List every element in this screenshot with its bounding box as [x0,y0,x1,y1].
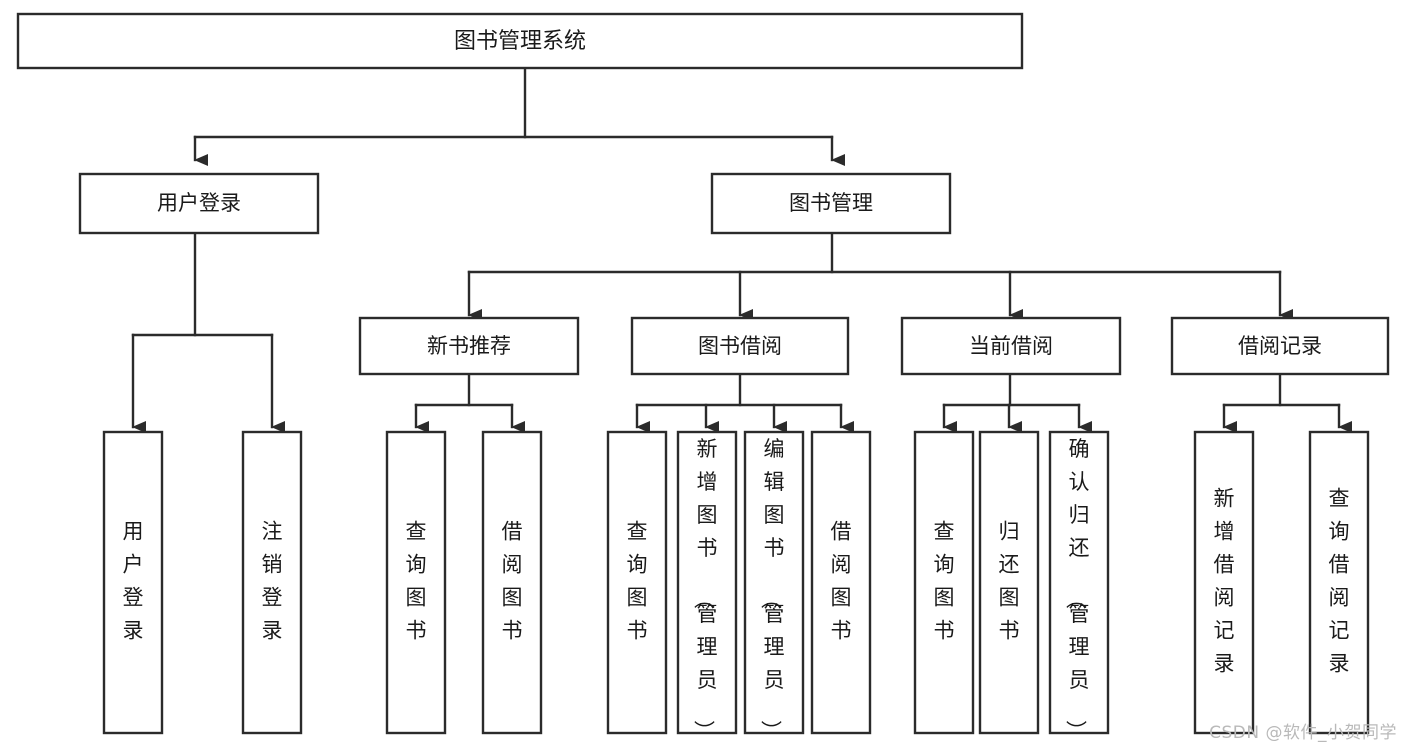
node-leaf-6[interactable]: 新增图书（管理员） [676,430,738,741]
node-leaf-10-box[interactable] [978,430,1040,735]
node-leaf-6-label: 新增图书（管理员） [692,437,718,741]
node-leaf-4-box[interactable] [481,430,543,735]
node-leaf-9[interactable]: 查询图书 [913,430,975,735]
node-leaf-12[interactable]: 新增借阅记录 [1193,430,1255,735]
node-current-label: 当前借阅 [969,334,1053,358]
node-leaf-8[interactable]: 借阅图书 [810,430,872,735]
node-borrow-label: 图书借阅 [698,334,782,358]
node-record-label: 借阅记录 [1238,334,1322,358]
node-leaf-7[interactable]: 编辑图书（管理员） [743,430,805,741]
node-leaf-11-box[interactable] [1048,430,1110,735]
node-leaf-2[interactable]: 注销登录 [241,430,303,735]
node-leaf-5-label: 查询图书 [627,520,648,643]
node-bookmgmt[interactable]: 图书管理 [710,172,952,235]
node-leaf-8-label: 借阅图书 [831,520,852,643]
node-login-box[interactable] [78,172,320,235]
node-leaf-5[interactable]: 查询图书 [606,430,668,735]
node-leaf-12-label: 新增借阅记录 [1214,487,1235,676]
node-leaf-9-box[interactable] [913,430,975,735]
node-bookmgmt-label: 图书管理 [789,191,873,215]
node-leaf-1-label: 用户登录 [123,520,144,643]
node-leaf-3-box[interactable] [385,430,447,735]
node-leaf-10-label: 归还图书 [999,520,1020,643]
node-newbook-label: 新书推荐 [427,334,511,358]
node-leaf-4-label: 借阅图书 [502,520,523,643]
node-leaf-3[interactable]: 查询图书 [385,430,447,735]
node-root-box[interactable] [16,12,1024,70]
node-leaf-7-box[interactable] [743,430,805,735]
node-leaf-2-label: 注销登录 [262,520,283,643]
node-leaf-10[interactable]: 归还图书 [978,430,1040,735]
csdn-watermark: CSDN @软件_小贺同学 [1209,723,1397,743]
node-leaf-5-box[interactable] [606,430,668,735]
node-newbook-box[interactable] [358,316,580,376]
node-leaf-8-box[interactable] [810,430,872,735]
node-root[interactable]: 图书管理系统 [16,12,1024,70]
node-leaf-3-label: 查询图书 [406,520,427,643]
node-record-box[interactable] [1170,316,1390,376]
node-leaf-12-box[interactable] [1193,430,1255,735]
node-current-box[interactable] [900,316,1122,376]
node-leaf-11[interactable]: 确认归还（管理员） [1048,430,1110,741]
connector-group [131,66,1352,433]
node-leaf-4[interactable]: 借阅图书 [481,430,543,735]
node-leaf-13-box[interactable] [1308,430,1370,735]
node-leaf-11-label: 确认归还（管理员） [1064,437,1090,741]
node-bookmgmt-box[interactable] [710,172,952,235]
node-leaf-9-label: 查询图书 [934,520,955,643]
node-record[interactable]: 借阅记录 [1170,316,1390,376]
node-leaf-6-box[interactable] [676,430,738,735]
node-leaf-7-label: 编辑图书（管理员） [759,437,785,741]
node-root-label: 图书管理系统 [454,29,586,54]
node-leaf-13[interactable]: 查询借阅记录 [1308,430,1370,735]
node-leaf-13-label: 查询借阅记录 [1329,487,1350,676]
node-login-label: 用户登录 [157,191,241,215]
node-current[interactable]: 当前借阅 [900,316,1122,376]
node-borrow-box[interactable] [630,316,850,376]
node-login[interactable]: 用户登录 [78,172,320,235]
node-leaf-1[interactable]: 用户登录 [102,430,164,735]
node-leaf-1-box[interactable] [102,430,164,735]
node-leaf-2-box[interactable] [241,430,303,735]
node-newbook[interactable]: 新书推荐 [358,316,580,376]
node-borrow[interactable]: 图书借阅 [630,316,850,376]
